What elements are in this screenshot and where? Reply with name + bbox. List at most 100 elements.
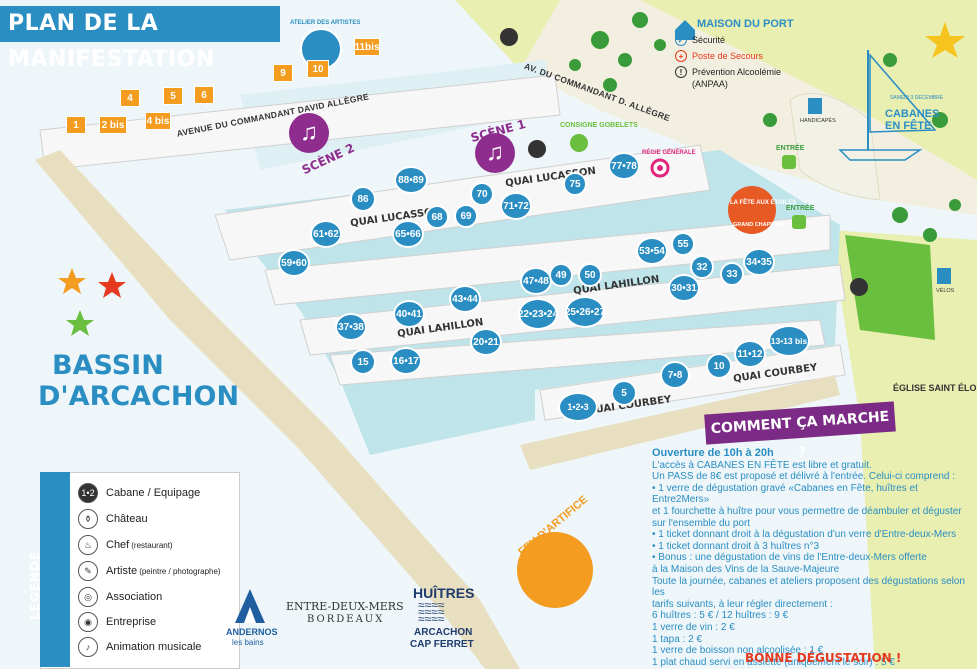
cabin-10[interactable]: 10 xyxy=(307,60,329,78)
regie-label: RÉGIE GÉNÉRALE xyxy=(642,150,696,156)
stand-33[interactable]: 33 xyxy=(720,262,744,286)
cabin-4-bis[interactable]: 4 bis xyxy=(145,112,171,130)
stand-71-72[interactable]: 71•72 xyxy=(500,192,532,220)
info-line: • 1 ticket donnant droit à 3 huîtres n°3 xyxy=(652,540,820,552)
edm-name: ENTRE-DEUX-MERS xyxy=(286,600,404,613)
cabin-4[interactable]: 4 xyxy=(120,89,140,107)
entree-label: ENTRÉE xyxy=(786,205,815,212)
legend-item: ⚱ Château xyxy=(78,509,148,529)
stand-47-48[interactable]: 47•48 xyxy=(520,267,552,295)
scene-1-icon[interactable]: ♫ xyxy=(475,133,515,173)
legend-item: 1•2 Cabane / Equipage xyxy=(78,483,200,503)
info-line: et 1 fourchette à huître pour vous perme… xyxy=(652,505,962,517)
stand-70[interactable]: 70 xyxy=(470,182,494,206)
cabin-5[interactable]: 5 xyxy=(163,87,183,105)
first-aid-icon: + xyxy=(675,50,687,62)
andernos-sub: les bains xyxy=(232,638,264,647)
huitres-title: HUÎTRES xyxy=(413,585,475,601)
company-icon: ◉ xyxy=(78,612,98,632)
prevention-icon: ! xyxy=(675,66,687,78)
info-line: sur l'ensemble du port xyxy=(652,517,751,529)
stand-15[interactable]: 15 xyxy=(350,349,376,375)
stand-68[interactable]: 68 xyxy=(425,205,449,229)
cabin-11bis[interactable]: 11bis xyxy=(354,38,380,56)
toilet-icon xyxy=(500,28,518,46)
association-icon: ◎ xyxy=(78,587,98,607)
bottle-icon: ⚱ xyxy=(78,509,98,529)
stand-25-26-27[interactable]: 25•26•27 xyxy=(565,296,605,328)
info-line: 6 huîtres : 5 € / 12 huîtres : 9 € xyxy=(652,610,789,622)
chapiteau-sub: GRAND CHAPITEAU xyxy=(733,222,787,228)
info-line: 1 plat chaud servi en assiette (uniqueme… xyxy=(652,656,895,668)
music-note-icon: ♪ xyxy=(78,637,98,657)
stand-16-17[interactable]: 16•17 xyxy=(390,347,422,375)
andernos-logo xyxy=(230,585,270,625)
cabanes-date: SAMEDI 3 DÉCEMBRE xyxy=(890,95,944,101)
page-title: PLAN DE LA MANIFESTATION xyxy=(0,6,280,72)
maison-port-item: !Prévention Alcoolémie xyxy=(675,66,794,78)
velos-label: VÉLOS xyxy=(936,288,955,294)
stand-10[interactable]: 10 xyxy=(706,353,732,379)
maison-port-legend: MAISON DU PORT ✓Sécurité +Poste de Secou… xyxy=(675,18,794,93)
info-line: 1 verre de vin : 2 € xyxy=(652,621,735,633)
cabin-6[interactable]: 6 xyxy=(194,86,214,104)
stand-88-89[interactable]: 88•89 xyxy=(394,166,428,194)
cabin-number-icon: 1•2 xyxy=(78,483,98,503)
stand-49[interactable]: 49 xyxy=(549,263,573,287)
toilet-icon xyxy=(850,278,868,296)
scene-2-icon[interactable]: ♫ xyxy=(289,113,329,153)
stand-11-12[interactable]: 11•12 xyxy=(734,340,766,368)
stand-61-62[interactable]: 61•62 xyxy=(310,220,342,248)
stand-37-38[interactable]: 37•38 xyxy=(335,313,367,341)
stand-40-41[interactable]: 40•41 xyxy=(393,300,425,328)
stand-75[interactable]: 75 xyxy=(563,172,587,196)
stand-86[interactable]: 86 xyxy=(350,186,376,212)
cabin-9[interactable]: 9 xyxy=(273,64,293,82)
stand-69[interactable]: 69 xyxy=(454,204,478,228)
legend-item: ◉ Entreprise xyxy=(78,612,156,632)
legend-item: ♪ Animation musicale xyxy=(78,637,201,657)
cabin-1[interactable]: 1 xyxy=(66,116,86,134)
info-line: L'accès à CABANES EN FÊTE est libre et g… xyxy=(652,459,872,471)
maison-port-item: +Poste de Secours xyxy=(675,50,794,62)
stand-77-78[interactable]: 77•78 xyxy=(608,152,640,180)
info-line: • 1 verre de dégustation gravé «Cabanes … xyxy=(652,482,918,506)
chapiteau-label: LA FÊTE AUX ÉTOILES xyxy=(730,200,797,206)
stand-5[interactable]: 5 xyxy=(611,380,637,406)
toilet-icon xyxy=(528,140,546,158)
stand-55[interactable]: 55 xyxy=(671,232,695,256)
cabin-2-bis[interactable]: 2 bis xyxy=(99,116,127,134)
security-icon: ✓ xyxy=(675,34,687,46)
edm-sub: BORDEAUX xyxy=(307,614,385,625)
info-line: tarifs suivants, à leur régler directeme… xyxy=(652,598,833,610)
legend-strip xyxy=(40,472,70,667)
stand-7-8[interactable]: 7•8 xyxy=(660,361,690,389)
stand-50[interactable]: 50 xyxy=(578,263,602,287)
stand-13-13bis[interactable]: 13•13 bis xyxy=(768,325,810,357)
eglise-label: ÉGLISE SAINT ÉLOI xyxy=(893,383,977,393)
maison-port-item: ✓Sécurité xyxy=(675,34,794,46)
legend-title: LÉGENDE xyxy=(28,550,42,620)
chef-icon: ♨ xyxy=(78,535,98,555)
info-line: à la Maison des Vins de la Sauve-Majeure xyxy=(652,563,840,575)
stand-30-31[interactable]: 30•31 xyxy=(668,274,700,302)
legend-item: ♨ Chef (restaurant) xyxy=(78,535,173,555)
palette-icon: ✎ xyxy=(78,561,98,581)
bassin-label: BASSIN D'ARCACHON xyxy=(38,350,240,412)
stand-34-35[interactable]: 34•35 xyxy=(743,248,775,276)
huitres-arcachon: ARCACHON xyxy=(414,627,473,638)
stand-59-60[interactable]: 59•60 xyxy=(278,249,310,277)
entree-label: ENTRÉE xyxy=(776,145,805,152)
legend-item: ✎ Artiste (peintre / photographe) xyxy=(78,561,221,581)
stand-53-54[interactable]: 53•54 xyxy=(636,237,668,265)
stand-1-2-3[interactable]: 1•2•3 xyxy=(558,392,598,422)
stand-20-21[interactable]: 20•21 xyxy=(470,328,502,356)
stand-22-23-24[interactable]: 22•23•24 xyxy=(518,298,558,330)
info-line: 1 verre de boisson non alcoolisée : 1 € xyxy=(652,645,824,657)
maison-port-sub: (ANPAA) xyxy=(692,79,728,89)
stand-32[interactable]: 32 xyxy=(690,255,714,279)
cabanes-title: CABANES EN FÊTE xyxy=(885,108,940,132)
stand-43-44[interactable]: 43•44 xyxy=(449,285,481,313)
stand-65-66[interactable]: 65•66 xyxy=(392,220,424,248)
info-line: Toute la journée, cabanes et ateliers pr… xyxy=(652,575,965,599)
